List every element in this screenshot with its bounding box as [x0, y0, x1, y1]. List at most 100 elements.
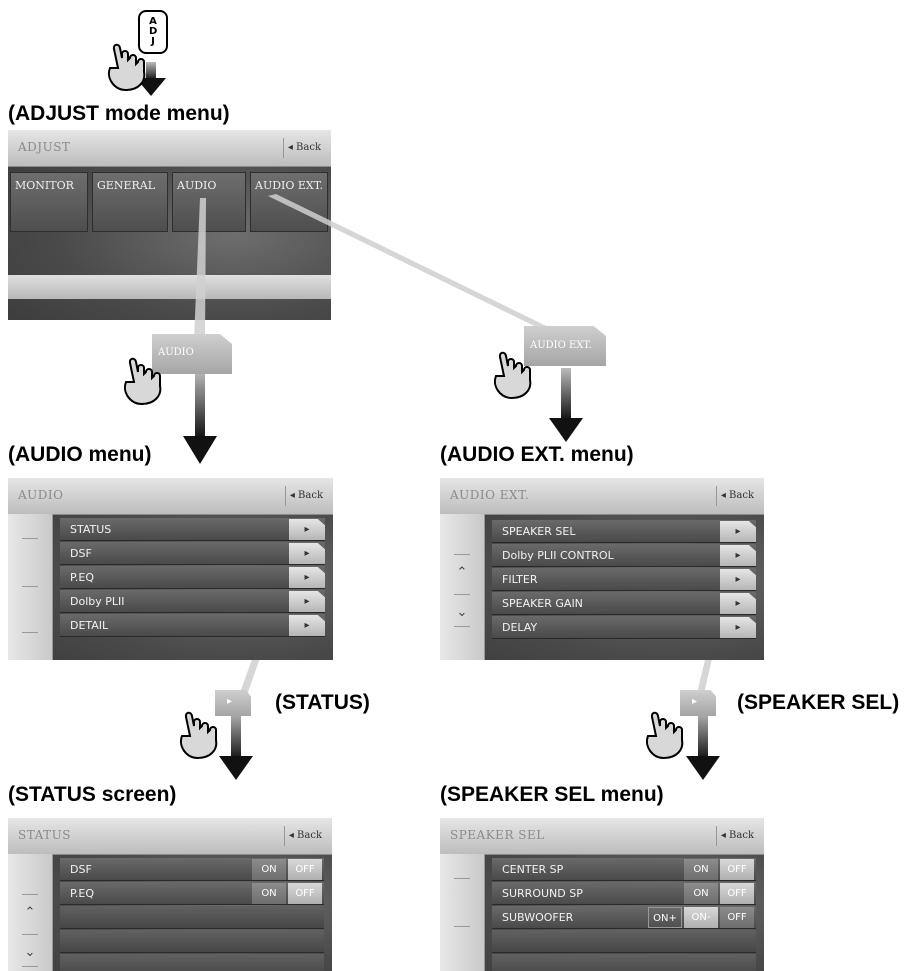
- scroll-down-icon[interactable]: ⌄: [456, 604, 468, 619]
- caption-speaker-sel-menu: (SPEAKER SEL menu): [440, 783, 664, 806]
- menu-item-label: P.EQ: [70, 571, 95, 584]
- audio-callout-button[interactable]: AUDIO: [152, 334, 232, 374]
- status-sidebar: ⌃ ⌄: [8, 854, 53, 971]
- menu-item-label: STATUS: [70, 523, 112, 536]
- menu-item-peq[interactable]: P.EQ ▸: [60, 566, 325, 589]
- caption-audio-menu: (AUDIO menu): [8, 443, 152, 466]
- audio-ext-titlebar: AUDIO EXT. ◂ Back: [440, 478, 764, 515]
- menu-item-speaker-sel[interactable]: SPEAKER SEL ▸: [492, 520, 756, 543]
- arrow-right-icon[interactable]: ▸: [720, 569, 756, 590]
- speaker-sel-panel: SPEAKER SEL ◂ Back CENTER SP ON OFF SURR…: [440, 818, 764, 971]
- adj-button-label: ADJ: [149, 16, 158, 47]
- audio-callout-label: AUDIO: [158, 347, 194, 358]
- pointing-hand-icon: [494, 351, 532, 400]
- empty-row: [60, 954, 324, 971]
- scroll-up-icon[interactable]: ⌃: [24, 904, 36, 919]
- scroll-up-icon[interactable]: ⌃: [456, 564, 468, 579]
- adj-button[interactable]: ADJ: [138, 10, 168, 54]
- pointing-hand-icon: [108, 43, 146, 92]
- speaker-row-label: SURROUND SP: [502, 887, 583, 900]
- status-row-label: P.EQ: [70, 887, 95, 900]
- down-arrow-audio-ext: [549, 368, 583, 442]
- speaker-sel-title: SPEAKER SEL: [450, 828, 545, 842]
- on-toggle[interactable]: ON: [684, 859, 718, 880]
- arrow-right-icon[interactable]: ▸: [289, 543, 325, 564]
- menu-item-label: SPEAKER GAIN: [502, 597, 583, 610]
- back-button[interactable]: ◂ Back: [716, 486, 756, 506]
- back-button[interactable]: ◂ Back: [283, 138, 323, 158]
- adjust-panel: ADJUST ◂ Back MONITOR GENERAL AUDIO AUDI…: [8, 130, 331, 320]
- off-toggle[interactable]: OFF: [720, 883, 754, 904]
- arrow-right-icon[interactable]: ▸: [720, 521, 756, 542]
- speaker-row-label: CENTER SP: [502, 863, 564, 876]
- scroll-down-icon[interactable]: ⌄: [24, 944, 36, 959]
- menu-item-dsf[interactable]: DSF▸: [60, 542, 325, 565]
- menu-item-label: DETAIL: [70, 619, 109, 632]
- speaker-row-center: CENTER SP ON OFF: [492, 858, 756, 881]
- down-arrow-status: [219, 710, 253, 780]
- status-titlebar: STATUS ◂ Back: [8, 818, 332, 855]
- menu-item-dolby-plii-control[interactable]: Dolby PLII CONTROL▸: [492, 544, 756, 567]
- caption-adjust-mode: (ADJUST mode menu): [8, 102, 230, 125]
- on-toggle[interactable]: ON: [252, 859, 286, 880]
- audio-titlebar: AUDIO ◂ Back: [8, 478, 333, 515]
- arrow-right-icon[interactable]: ▸: [289, 591, 325, 612]
- menu-item-delay[interactable]: DELAY ▸: [492, 616, 756, 639]
- status-panel: STATUS ◂ Back ⌃ ⌄ DSF ON OFF P.EQ ON OFF: [8, 818, 332, 971]
- menu-item-speaker-gain[interactable]: SPEAKER GAIN ▸: [492, 592, 756, 615]
- arrow-right-icon[interactable]: ▸: [720, 617, 756, 638]
- speaker-sel-arrow-callout[interactable]: ▸: [680, 690, 716, 716]
- on-toggle[interactable]: ON: [252, 883, 286, 904]
- arrow-right-icon[interactable]: ▸: [289, 615, 325, 636]
- adjust-bottom-bar: [8, 275, 331, 299]
- audio-sidebar: [8, 514, 53, 660]
- arrow-right-icon: ▸: [692, 696, 698, 707]
- audio-panel: AUDIO ◂ Back STATUS ▸ DSF▸ P.EQ ▸ Dolby PL…: [8, 478, 333, 660]
- menu-item-label: Dolby PLII: [70, 595, 125, 608]
- menu-item-status[interactable]: STATUS ▸: [60, 518, 325, 541]
- back-button[interactable]: ◂ Back: [716, 826, 756, 846]
- menu-item-dolby-plii[interactable]: Dolby PLII ▸: [60, 590, 325, 613]
- tab-general[interactable]: GENERAL: [92, 172, 168, 232]
- off-toggle[interactable]: OFF: [288, 859, 322, 880]
- menu-item-label: DELAY: [502, 621, 538, 634]
- speaker-sel-titlebar: SPEAKER SEL ◂ Back: [440, 818, 764, 855]
- audio-ext-callout-button[interactable]: AUDIO EXT.: [524, 326, 606, 366]
- off-toggle[interactable]: OFF: [720, 859, 754, 880]
- back-button[interactable]: ◂ Back: [285, 486, 325, 506]
- arrow-right-icon[interactable]: ▸: [720, 593, 756, 614]
- caption-status-screen: (STATUS screen): [8, 783, 177, 806]
- on-plus-toggle[interactable]: ON+: [648, 907, 682, 928]
- status-arrow-callout[interactable]: ▸: [215, 690, 251, 716]
- menu-item-detail[interactable]: DETAIL ▸: [60, 614, 325, 637]
- speaker-sel-sidebar: [440, 854, 485, 971]
- menu-item-label: SPEAKER SEL: [502, 525, 576, 538]
- arrow-right-icon[interactable]: ▸: [289, 567, 325, 588]
- off-toggle[interactable]: OFF: [720, 907, 754, 928]
- audio-ext-title: AUDIO EXT.: [450, 488, 530, 502]
- pointing-hand-icon: [646, 711, 684, 760]
- tab-monitor[interactable]: MONITOR: [10, 172, 88, 232]
- adjust-titlebar: ADJUST ◂ Back: [8, 130, 331, 167]
- on-minus-toggle[interactable]: ON-: [684, 907, 718, 928]
- tab-audio-ext[interactable]: AUDIO EXT.: [250, 172, 328, 232]
- status-row-label: DSF: [70, 863, 92, 876]
- off-toggle[interactable]: OFF: [288, 883, 322, 904]
- audio-ext-sidebar: ⌃ ⌄: [440, 514, 485, 660]
- speaker-row-label: SUBWOOFER: [502, 911, 574, 924]
- speaker-row-subwoofer: SUBWOOFER ON+ ON- OFF: [492, 906, 756, 929]
- pointing-hand-icon: [180, 711, 218, 760]
- arrow-right-icon[interactable]: ▸: [289, 519, 325, 540]
- back-button[interactable]: ◂ Back: [284, 826, 324, 846]
- menu-item-filter[interactable]: FILTER▸: [492, 568, 756, 591]
- down-arrow-speaker-sel: [686, 710, 720, 780]
- on-toggle[interactable]: ON: [684, 883, 718, 904]
- empty-row: [492, 930, 756, 953]
- pointing-hand-icon: [124, 357, 162, 406]
- audio-ext-panel: AUDIO EXT. ◂ Back ⌃ ⌄ SPEAKER SEL ▸ Dolby…: [440, 478, 764, 660]
- tab-audio[interactable]: AUDIO: [172, 172, 246, 232]
- empty-row: [492, 954, 756, 971]
- arrow-right-icon[interactable]: ▸: [720, 545, 756, 566]
- status-title: STATUS: [18, 828, 71, 842]
